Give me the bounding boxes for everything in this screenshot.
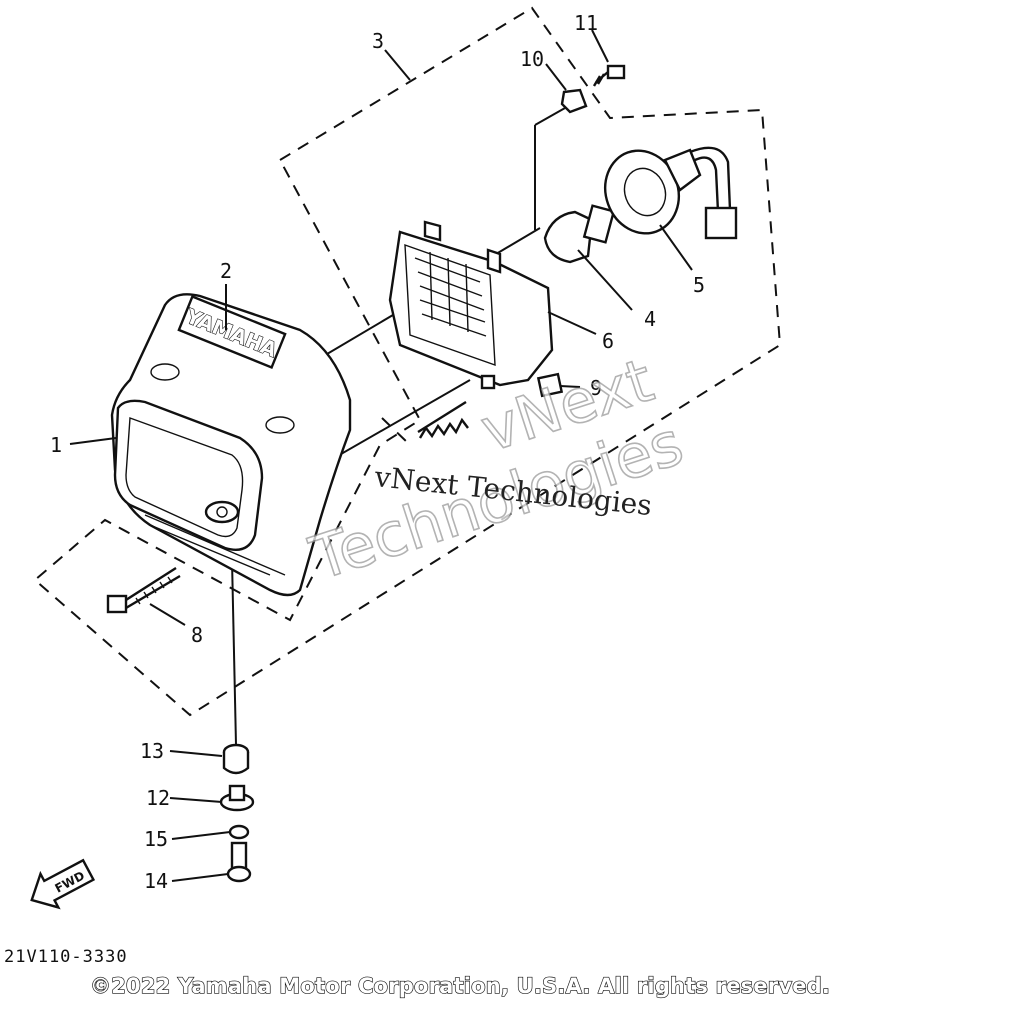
- headlight-cover: YAMAHA: [110, 293, 352, 597]
- grommet: [560, 88, 588, 114]
- callout-leaders: [69, 29, 693, 882]
- callout-6: 6: [602, 329, 614, 353]
- copyright-notice: ©2022 Yamaha Motor Corporation, U.S.A. A…: [90, 974, 830, 998]
- fwd-arrow-icon: FWD: [30, 858, 96, 910]
- callout-5: 5: [693, 273, 705, 297]
- callout-9: 9: [590, 376, 602, 400]
- assembly-outline-3: [33, 6, 782, 717]
- bulb-socket: [604, 146, 738, 240]
- callout-15: 15: [144, 827, 168, 851]
- axis-line-vertical: [231, 559, 237, 746]
- callout-12: 12: [146, 786, 170, 810]
- bulb: [543, 204, 616, 264]
- callout-1: 1: [50, 433, 62, 457]
- guide-dash: [381, 417, 411, 446]
- headlight-unit: [388, 220, 554, 390]
- damper: [222, 743, 250, 775]
- screw-11: [592, 64, 626, 87]
- callout-13: 13: [140, 739, 164, 763]
- washer: [228, 824, 250, 840]
- callout-11: 11: [574, 11, 598, 35]
- adjuster-spring: [417, 400, 469, 439]
- callout-2: 2: [220, 259, 232, 283]
- bolt-14: [226, 841, 252, 883]
- nut-plate: [536, 372, 564, 398]
- axis-line-10: [534, 107, 566, 126]
- bolt: [106, 566, 181, 614]
- callout-14: 14: [144, 869, 168, 893]
- drawing-code: 21V110-3330: [4, 947, 128, 967]
- callout-10: 10: [520, 47, 544, 71]
- collar: [219, 784, 255, 812]
- callout-3: 3: [372, 29, 384, 53]
- callout-8: 8: [191, 623, 203, 647]
- callout-4: 4: [644, 307, 656, 331]
